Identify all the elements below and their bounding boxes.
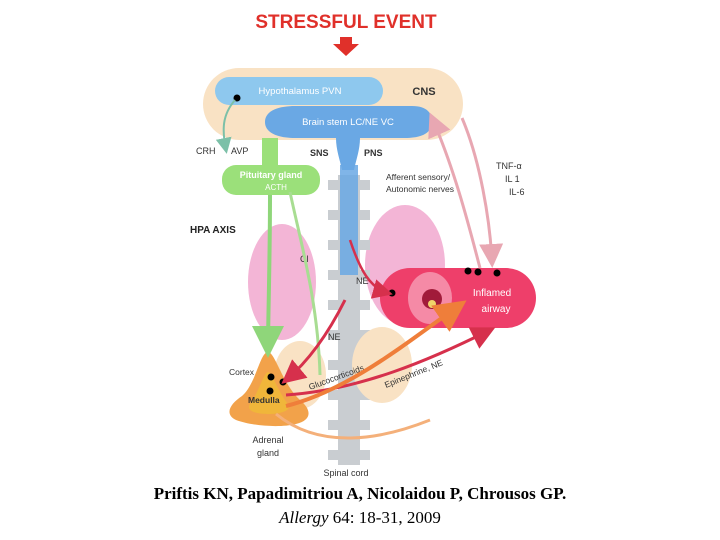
brainstem-stalk [340, 165, 358, 275]
ne-airway-arrow [348, 239, 393, 299]
cns-label: CNS [412, 86, 435, 98]
brainstem-label: Brain stem LC/NE VC [302, 117, 394, 128]
sns-adrenal-arrow [281, 299, 347, 384]
airway-dot-2 [464, 267, 472, 275]
il6-label: IL-6 [509, 187, 525, 197]
afferent-arrow [460, 117, 504, 268]
hypothalamus-label: Hypothalamus PVN [259, 86, 342, 97]
cortex-dot-1 [267, 373, 275, 381]
cortex-label: Cortex [229, 367, 255, 377]
epinephrine-arrow [285, 327, 496, 397]
glucocorticoid-arrow [285, 300, 467, 408]
caption-citation-line: Allergy 64: 18-31, 2009 [0, 506, 720, 530]
stress-response-diagram: STRESSFUL EVENT CNS Hypothalamus PVN Bra… [190, 12, 536, 478]
title-down-arrow [333, 37, 359, 56]
caption-volume-pages-year: 64: 18-31, 2009 [328, 508, 441, 527]
hpa-axis-label: HPA AXIS [190, 225, 236, 236]
pituitary-label: Pituitary gland [240, 170, 303, 180]
crh-label: CRH [196, 146, 216, 156]
airway-dot-3 [474, 268, 482, 276]
afferent-label-line1: Afferent sensory/ [386, 172, 451, 182]
orange-feedback-arrow [275, 412, 431, 440]
adrenal-label-line1: Adrenal [252, 435, 283, 445]
hypothalamus-shape [215, 77, 383, 105]
sns-label: SNS [310, 148, 329, 158]
medulla-dot [266, 387, 274, 395]
afferent-label-line2: Autonomic nerves [386, 184, 454, 194]
inflamed-airway [380, 268, 536, 328]
figure-caption: Priftis KN, Papadimitriou A, Nicolaidou … [0, 482, 720, 530]
brainstem-shape [265, 106, 432, 170]
left-lung [248, 224, 316, 340]
diagram-title: STRESSFUL EVENT [255, 12, 437, 33]
green-feedback-arrow [288, 191, 322, 376]
inflamed-label-line2: airway [482, 304, 511, 315]
spinal-cord-label: Spinal cord [323, 468, 368, 478]
caption-journal: Allergy [279, 508, 329, 527]
hypothalamus-dot [233, 94, 241, 102]
ne-upper-label: NE [356, 276, 369, 286]
cytokine-arrow [428, 112, 482, 269]
caption-authors: Priftis KN, Papadimitriou A, Nicolaidou … [153, 484, 567, 503]
crh-arrow [215, 99, 236, 154]
avp-label: AVP [231, 146, 248, 156]
airway-dot-4 [493, 269, 501, 277]
acth-arrow [252, 194, 285, 358]
adrenal-label-line2: gland [257, 448, 279, 458]
airway-dot-1 [388, 289, 396, 297]
airway-spot [428, 300, 436, 308]
il1-label: IL 1 [505, 174, 520, 184]
cortex-dot-2 [279, 378, 287, 386]
pituitary-stalk [262, 138, 278, 168]
inflamed-label-line1: Inflamed [473, 288, 511, 299]
pituitary-gland [222, 165, 320, 195]
acth-label: ACTH [265, 183, 287, 192]
medulla-label: Medulla [248, 395, 280, 405]
ne-lower-label: NE [328, 332, 341, 342]
kidney-shape [352, 327, 412, 403]
pns-label: PNS [364, 148, 383, 158]
tnf-label: TNF-α [496, 161, 522, 171]
